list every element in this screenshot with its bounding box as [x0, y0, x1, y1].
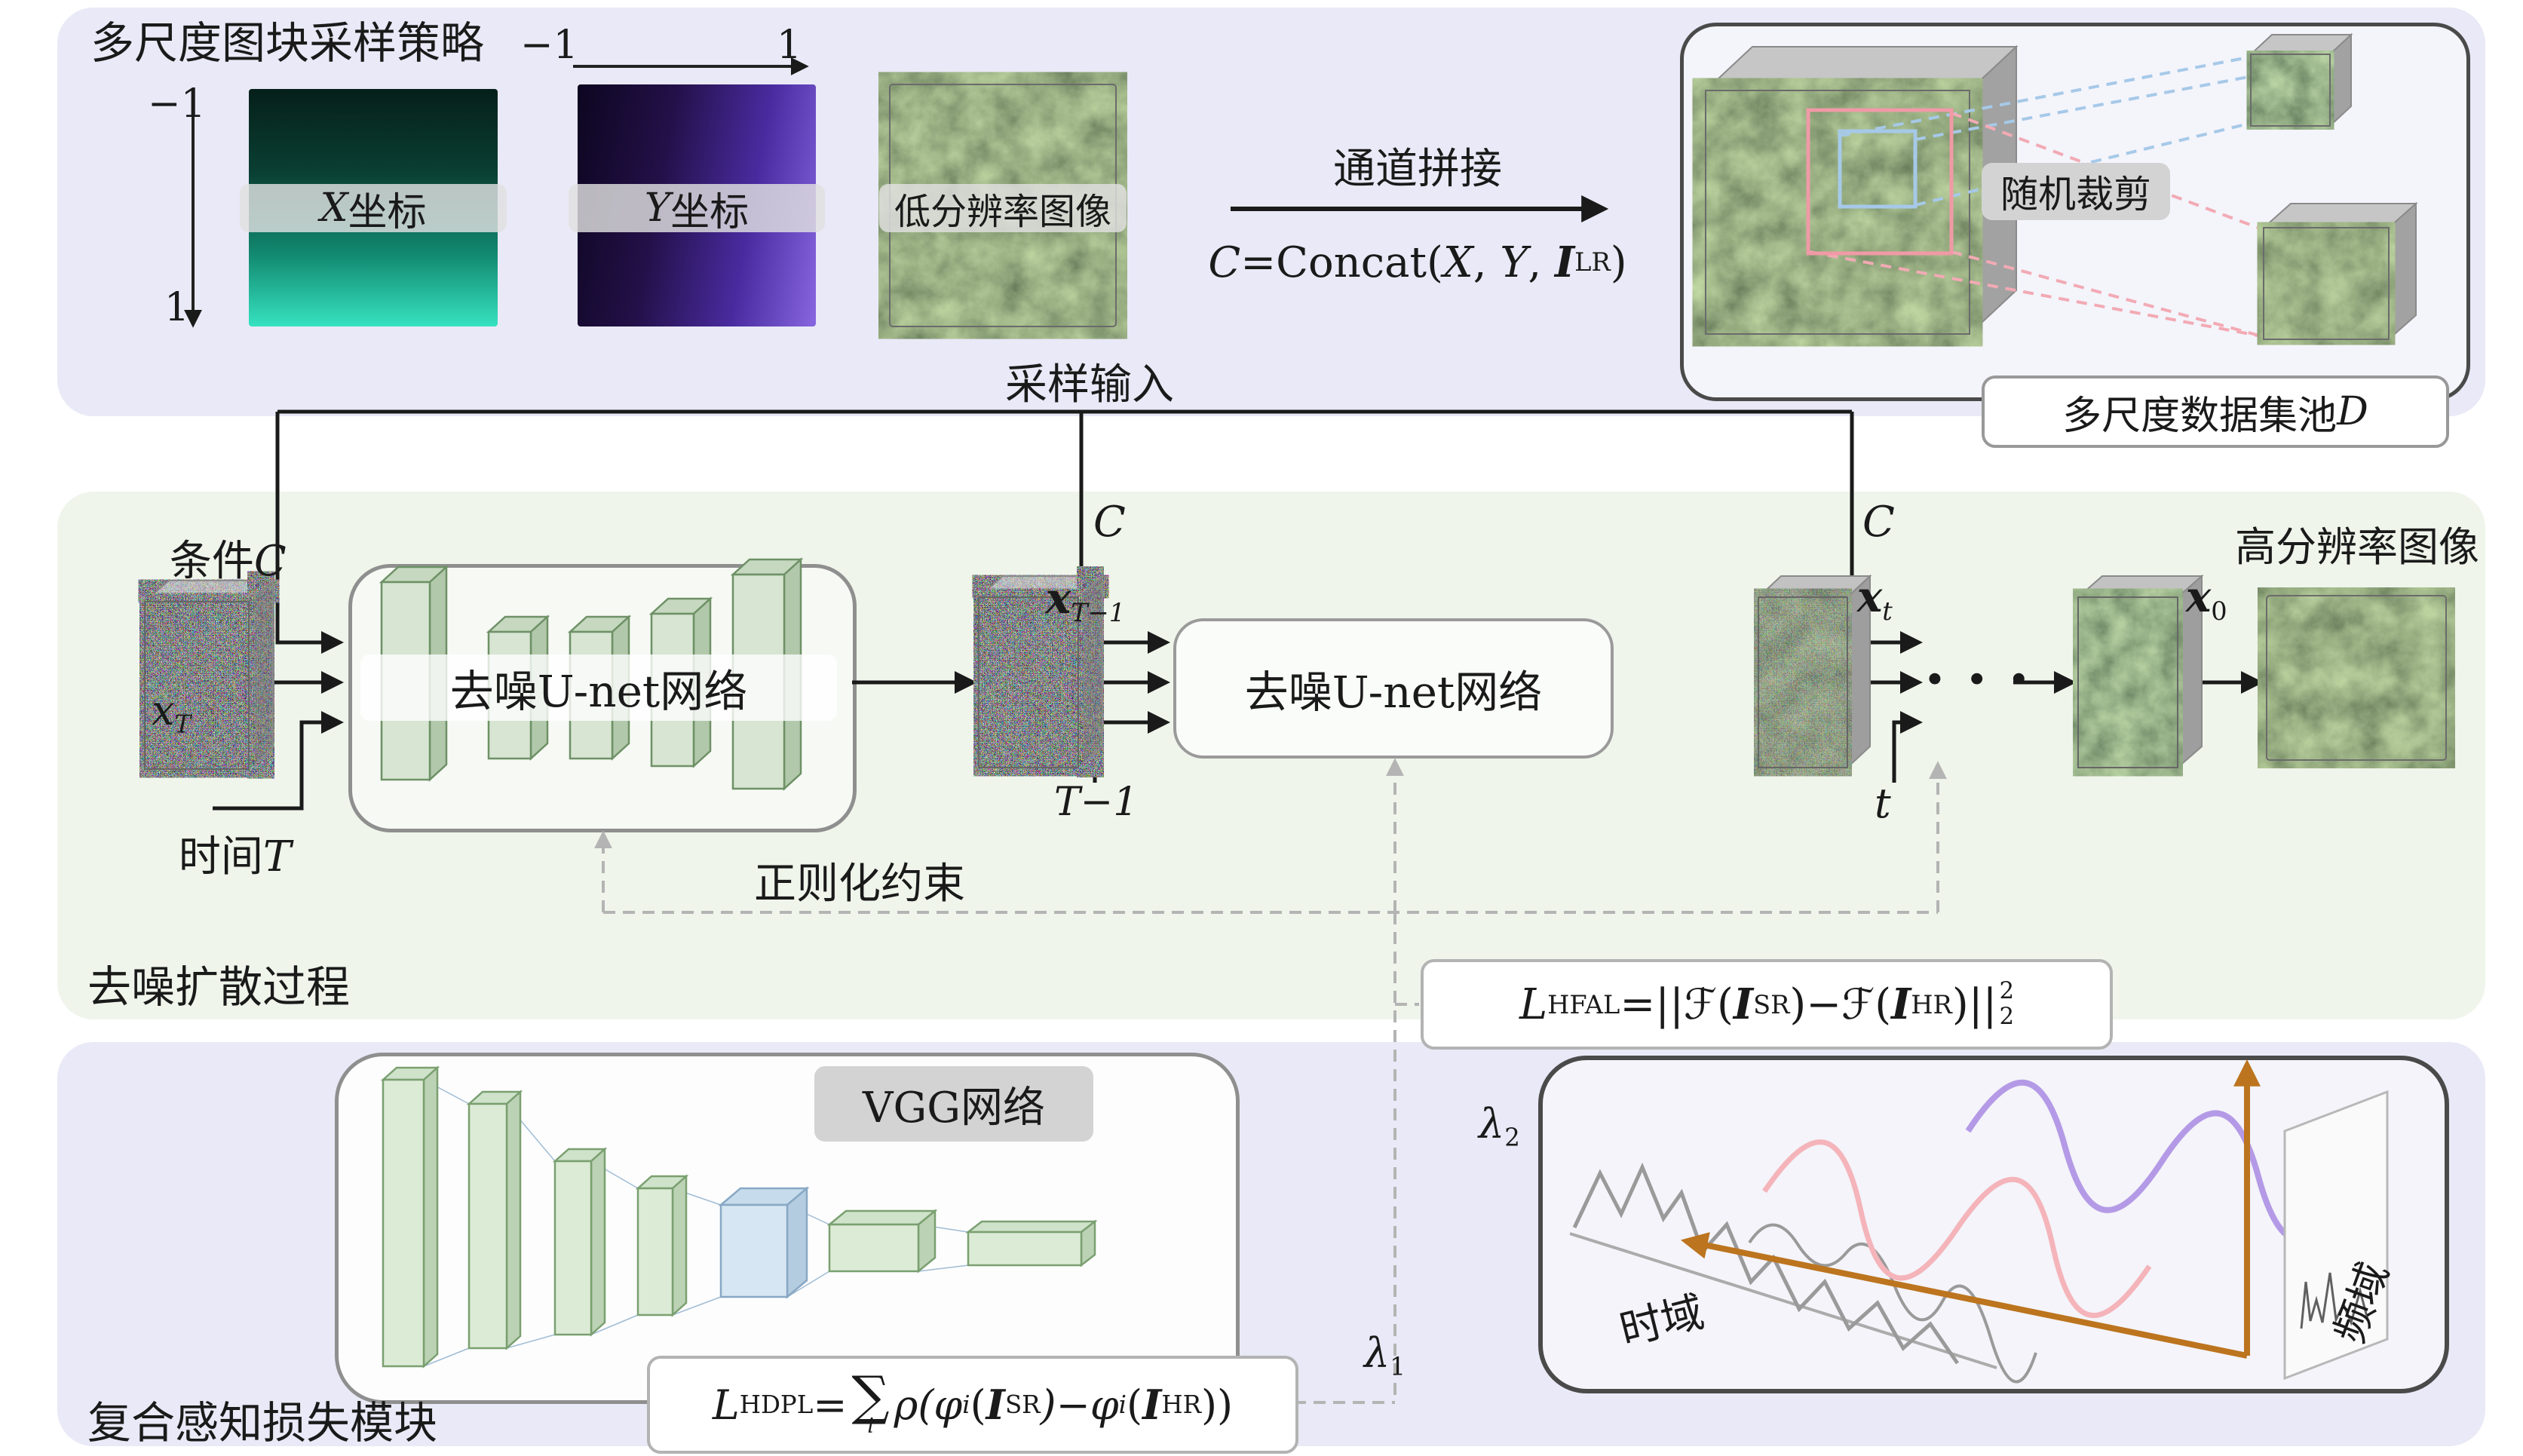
- random-crop-label: 随机裁剪: [1982, 163, 2170, 220]
- lambda2-label: λ2: [1479, 1100, 1520, 1152]
- concat-label: 通道拼接: [1333, 145, 1502, 194]
- c2-label: C: [1862, 498, 1895, 547]
- diffusion-section-label: 去噪扩散过程: [87, 961, 351, 1013]
- low-res-band: 低分辨率图像: [879, 184, 1127, 233]
- x-axis-neg-label: −1: [148, 81, 206, 127]
- x-axis-pos-label: 1: [164, 285, 190, 330]
- strategy-title: 多尺度图块采样策略: [90, 17, 485, 69]
- time-domain-label: 时域: [1614, 1287, 1709, 1356]
- y-axis-pos-label: 1: [777, 23, 802, 68]
- unet2-box: 去噪U-net网络: [1173, 618, 1614, 759]
- sampling-input-label: 采样输入: [1005, 360, 1174, 409]
- condition-label: 条件C: [169, 536, 287, 586]
- regularization-label: 正则化约束: [754, 860, 965, 909]
- lambda1-label: λ1: [1364, 1329, 1406, 1381]
- loss-section-label: 复合感知损失模块: [87, 1397, 438, 1448]
- y-axis-neg-label: −1: [520, 23, 578, 68]
- xt-label: xt: [1856, 572, 1893, 626]
- freq-domain-label: 频域: [2325, 1256, 2398, 1350]
- xT1-label: xT−1: [1045, 573, 1126, 627]
- unet2-label: 去噪U-net网络: [1244, 667, 1543, 718]
- vgg-label: VGG网络: [814, 1066, 1093, 1142]
- hr-image-label: 高分辨率图像: [2235, 523, 2479, 571]
- x0-label: x0: [2185, 572, 2227, 626]
- unet1-band: 去噪U-net网络: [360, 654, 837, 721]
- t-minus-1-label: T−1: [1054, 780, 1139, 825]
- t-label: t: [1875, 780, 1891, 827]
- xT-label: xT: [152, 687, 192, 739]
- sum-symbol: ∑i: [851, 1364, 890, 1439]
- time-label: 时间T: [178, 832, 292, 881]
- c1-label: C: [1093, 498, 1126, 547]
- ellipsis: · · ·: [1924, 643, 2030, 714]
